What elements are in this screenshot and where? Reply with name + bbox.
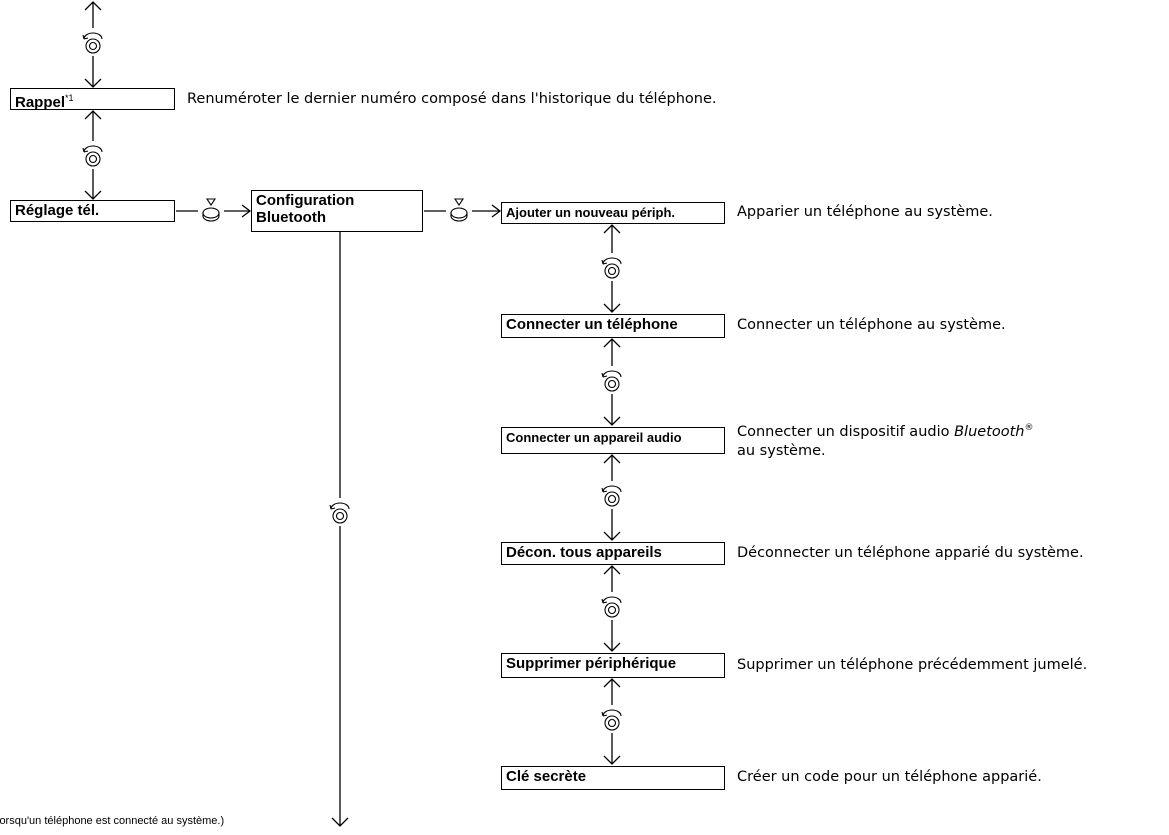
disconnect-all-box: Décon. tous appareils <box>501 542 725 565</box>
bluetooth-brand: Bluetooth <box>954 423 1025 440</box>
rotate-knob-icon <box>601 370 622 392</box>
connect-phone-description: Connecter un téléphone au système. <box>737 317 1006 333</box>
connect-phone-label: Connecter un téléphone <box>506 316 678 333</box>
recall-footnote-mark: *1 <box>65 93 74 103</box>
passkey-description: Créer un code pour un téléphone apparié. <box>737 769 1042 785</box>
press-knob-icon <box>450 198 468 222</box>
phone-settings-box: Réglage tél. <box>10 200 175 222</box>
delete-device-box: Supprimer périphérique <box>501 653 725 678</box>
bluetooth-setup-line1: Configuration <box>256 192 355 209</box>
footnote-text: lorsqu'un téléphone est connecté au syst… <box>0 815 225 827</box>
connect-audio-label: Connecter un appareil audio <box>506 430 682 445</box>
connect-audio-desc-text: Connecter un dispositif audio <box>737 423 955 440</box>
recall-label: Rappel <box>15 94 66 110</box>
add-device-label: Ajouter un nouveau périph. <box>506 205 676 220</box>
registered-mark: ® <box>1024 423 1034 433</box>
phone-settings-label: Réglage tél. <box>15 202 100 219</box>
recall-description: Renuméroter le dernier numéro composé da… <box>187 91 717 107</box>
passkey-box: Clé secrète <box>501 766 725 790</box>
press-knob-icon <box>202 198 220 222</box>
connect-audio-box: Connecter un appareil audio <box>501 427 725 454</box>
rotate-knob-icon <box>601 257 622 279</box>
delete-device-label: Supprimer périphérique <box>506 655 677 672</box>
add-device-box: Ajouter un nouveau périph. <box>501 202 725 224</box>
rotate-knob-icon <box>82 145 103 167</box>
add-device-description: Apparier un téléphone au système. <box>737 204 993 220</box>
passkey-label: Clé secrète <box>506 768 587 785</box>
rotate-knob-icon <box>329 502 350 524</box>
rotate-knob-icon <box>601 485 622 507</box>
rotate-knob-icon <box>601 596 622 618</box>
bluetooth-setup-line2: Bluetooth <box>256 209 326 226</box>
delete-device-description: Supprimer un téléphone précédemment jume… <box>737 657 1088 673</box>
rotate-knob-icon <box>82 32 103 54</box>
bluetooth-setup-box: Configuration Bluetooth <box>251 190 423 232</box>
connect-audio-desc-line2: au système. <box>737 442 826 459</box>
rotate-knob-icon <box>601 709 622 731</box>
disconnect-all-label: Décon. tous appareils <box>506 544 662 561</box>
disconnect-all-description: Déconnecter un téléphone apparié du syst… <box>737 545 1084 561</box>
connect-audio-description: Connecter un dispositif audio Bluetooth®… <box>737 419 1034 461</box>
connect-phone-box: Connecter un téléphone <box>501 314 725 338</box>
recall-box: Rappel*1 <box>10 88 175 110</box>
